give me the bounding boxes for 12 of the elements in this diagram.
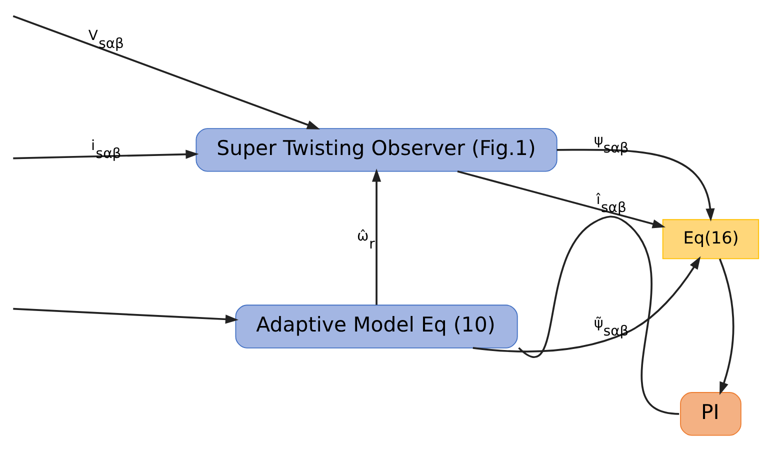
arrow — [718, 258, 734, 395]
node-box: Super Twisting Observer (Fig.1) — [196, 128, 558, 172]
arrow — [472, 256, 701, 352]
node-box: Adaptive Model Eq (10) — [235, 304, 518, 348]
arrow — [457, 170, 666, 228]
arrow — [372, 168, 382, 304]
arrow — [12, 14, 320, 129]
node-box: Eq(16) — [662, 218, 760, 259]
connector — [518, 215, 680, 414]
arrow — [556, 148, 715, 221]
arrow — [13, 307, 238, 324]
node-box: PI — [680, 392, 742, 436]
